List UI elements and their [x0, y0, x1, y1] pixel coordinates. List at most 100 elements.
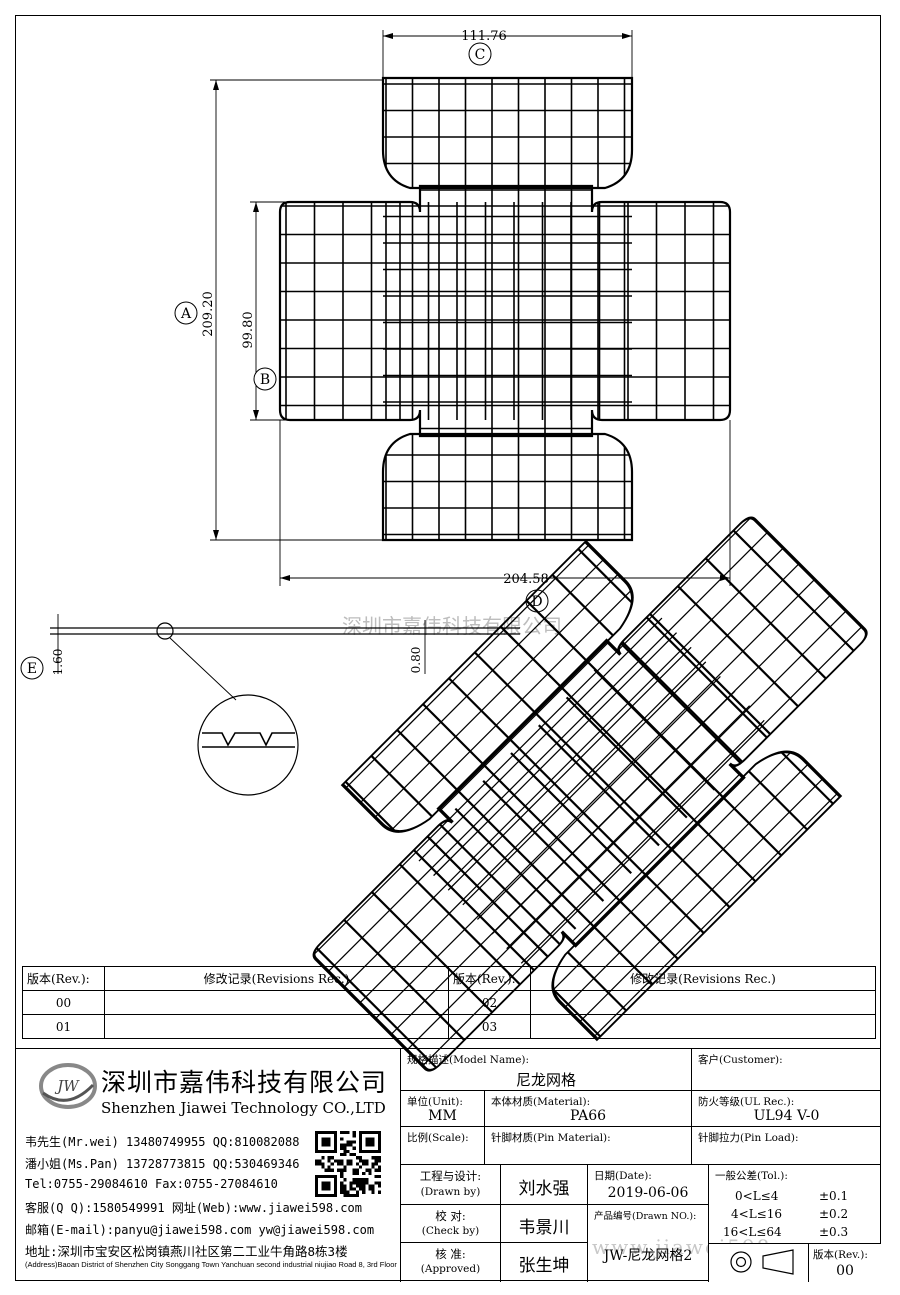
- qr-module: [365, 1137, 369, 1141]
- qr-module: [340, 1146, 344, 1150]
- dim-a-height: 209.20: [201, 291, 216, 337]
- qr-module: [321, 1162, 325, 1166]
- qr-module: [327, 1187, 331, 1191]
- side-view: [50, 614, 520, 796]
- company-panel: JW 深圳市嘉伟科技有限公司 Shenzhen Jiawei Technolog…: [15, 1049, 401, 1282]
- projection-symbol-icon: [730, 1249, 794, 1275]
- qr-module: [371, 1149, 375, 1153]
- grid-bar-horizontal: [506, 705, 751, 950]
- qr-module: [330, 1156, 334, 1160]
- qr-module: [377, 1168, 381, 1172]
- qr-module: [371, 1162, 375, 1166]
- company-name-en: Shenzhen Jiawei Technology CO.,LTD: [101, 1099, 386, 1117]
- material-cell: 本体材质(Material): PA66: [485, 1091, 692, 1127]
- grid-bar-horizontal: [345, 544, 590, 789]
- qr-module: [374, 1156, 378, 1160]
- title-block: JW 深圳市嘉伟科技有限公司 Shenzhen Jiawei Technolog…: [15, 1048, 881, 1282]
- qr-module: [349, 1181, 353, 1185]
- qr-module: [368, 1168, 372, 1172]
- qr-module: [368, 1149, 372, 1153]
- drawing-no-label: 产品编号(Drawn NO.):: [594, 1211, 697, 1222]
- grid-bar-vertical: [621, 640, 744, 763]
- qr-module: [315, 1162, 319, 1166]
- qr-module: [374, 1162, 378, 1166]
- qr-module: [330, 1193, 334, 1197]
- qr-module: [368, 1131, 372, 1135]
- grid-bar-horizontal: [375, 579, 816, 1020]
- qr-module: [362, 1184, 366, 1188]
- grid-bar-horizontal: [374, 573, 619, 818]
- qr-module: [365, 1131, 369, 1135]
- drawn-value-cell: 刘水强: [501, 1165, 588, 1205]
- date-value: 2019-06-06: [607, 1185, 689, 1201]
- model-label: 规格描述(Model Name):: [407, 1054, 530, 1066]
- rev-cell: 03: [448, 1014, 531, 1039]
- grid-bar-horizontal: [359, 563, 800, 1004]
- approved-label-en: (Approved): [420, 1263, 481, 1275]
- dim-b-height: 99.80: [241, 311, 256, 348]
- rev-cell: 01: [22, 1014, 105, 1039]
- qr-module: [333, 1187, 337, 1191]
- qr-module: [330, 1131, 334, 1135]
- qr-module: [359, 1187, 363, 1191]
- qr-module: [359, 1184, 363, 1188]
- qr-module: [327, 1137, 331, 1141]
- qr-module: [359, 1165, 363, 1169]
- qr-module: [315, 1193, 319, 1197]
- qr-module: [362, 1187, 366, 1191]
- tol-value-1: ±0.1: [819, 1189, 849, 1203]
- qr-module: [321, 1165, 325, 1169]
- company-address-en: (Address)Baoan District of Shenzhen City…: [25, 1260, 397, 1269]
- qr-module: [327, 1143, 331, 1147]
- qr-module: [377, 1184, 381, 1188]
- qr-module: [315, 1131, 319, 1135]
- grid-bar-horizontal: [476, 676, 721, 920]
- grid-bar-vertical: [551, 574, 808, 831]
- qr-module: [327, 1168, 331, 1172]
- qr-module: [365, 1149, 369, 1153]
- grid-bar-horizontal: [327, 531, 768, 972]
- grid-bar-horizontal: [550, 749, 794, 993]
- qr-module: [333, 1146, 337, 1150]
- ul-label: 防火等级(UL Rec.):: [698, 1096, 795, 1108]
- qr-module: [343, 1165, 347, 1169]
- qr-module: [365, 1168, 369, 1172]
- tol-range-3: 16<L≤64: [723, 1225, 782, 1239]
- callout-e: E: [20, 656, 44, 680]
- qr-module: [333, 1190, 337, 1194]
- qr-module: [327, 1149, 331, 1153]
- qr-module: [327, 1156, 331, 1160]
- qr-module: [365, 1143, 369, 1147]
- contact-pan: 潘小姐(Ms.Pan) 13728773815 QQ:530469346: [25, 1157, 300, 1171]
- qr-module: [349, 1143, 353, 1147]
- qr-module: [321, 1184, 325, 1188]
- qr-module: [318, 1149, 322, 1153]
- qr-module: [333, 1140, 337, 1144]
- qr-module: [368, 1137, 372, 1141]
- qr-module: [371, 1137, 375, 1141]
- material-value: PA66: [569, 1108, 607, 1124]
- qr-module: [315, 1190, 319, 1194]
- projection-symbol-cell: [709, 1243, 809, 1282]
- qr-module: [371, 1184, 375, 1188]
- qr-module: [346, 1190, 350, 1194]
- qr-module: [333, 1178, 337, 1182]
- material-label: 本体材质(Material):: [491, 1096, 591, 1108]
- qr-module: [346, 1162, 350, 1166]
- qr-module: [352, 1181, 356, 1185]
- qr-module: [371, 1131, 375, 1135]
- qr-module: [359, 1181, 363, 1185]
- qr-module: [327, 1131, 331, 1135]
- grid-bar-vertical: [649, 613, 772, 735]
- grid-bar-horizontal: [312, 516, 753, 957]
- qr-module: [330, 1162, 334, 1166]
- grid-bar-vertical: [396, 729, 653, 986]
- qr-module: [377, 1181, 381, 1185]
- qr-module: [377, 1159, 381, 1163]
- grid-bar-horizontal: [389, 588, 634, 833]
- grid-bar-vertical: [422, 703, 679, 960]
- qr-module: [321, 1187, 325, 1191]
- qr-module: [355, 1190, 359, 1194]
- qr-module: [346, 1140, 350, 1144]
- grid-bar-vertical: [426, 835, 549, 958]
